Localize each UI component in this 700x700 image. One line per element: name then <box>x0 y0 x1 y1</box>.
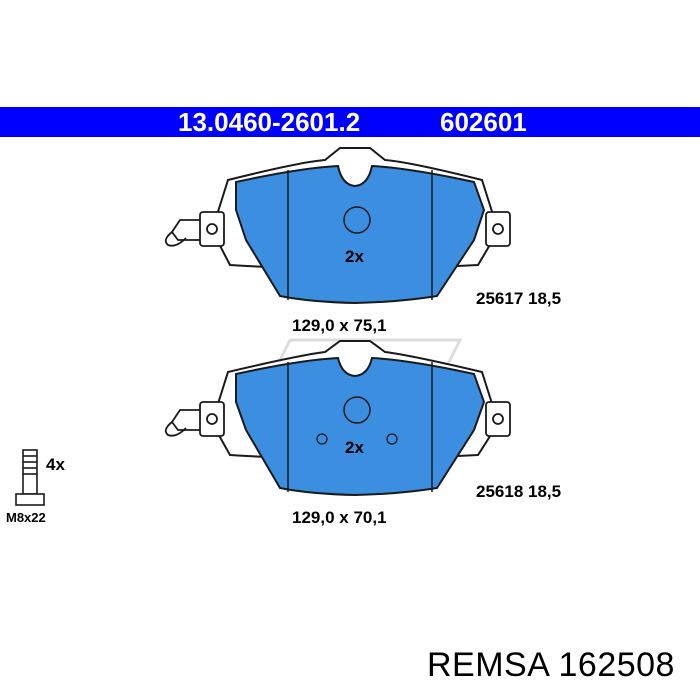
clip-left-lower <box>164 401 225 437</box>
brake-pad-lower <box>164 340 511 497</box>
pad-upper-code: 25617 18,5 <box>476 289 562 308</box>
brake-pad-upper <box>164 147 511 305</box>
pad-lower-dimensions: 129,0 x 70,1 <box>292 508 387 527</box>
bolt-icon <box>15 449 45 506</box>
bolt-quantity: 4x <box>46 455 65 474</box>
part-number: 13.0460-2601.2 <box>178 107 361 137</box>
clip-right-lower <box>485 401 511 437</box>
footer-label: REMSA 162508 <box>427 646 675 685</box>
pad-upper-dimensions: 129,0 x 75,1 <box>292 316 387 335</box>
header-bar: 13.0460-2601.2 602601 <box>0 107 700 137</box>
pad-lower-code: 25618 18,5 <box>476 482 562 501</box>
pad-upper-quantity: 2x <box>345 247 364 266</box>
bolt-size: M8x22 <box>6 510 46 525</box>
pad-lower-quantity: 2x <box>345 438 364 457</box>
reference-number: 602601 <box>440 107 527 137</box>
friction-pad-upper <box>235 164 486 305</box>
footer-brand: REMSA <box>427 646 549 684</box>
clip-right-upper <box>485 211 511 247</box>
friction-pad-lower <box>235 356 486 497</box>
footer-code: 162508 <box>558 646 675 684</box>
clip-left-upper <box>164 211 225 247</box>
